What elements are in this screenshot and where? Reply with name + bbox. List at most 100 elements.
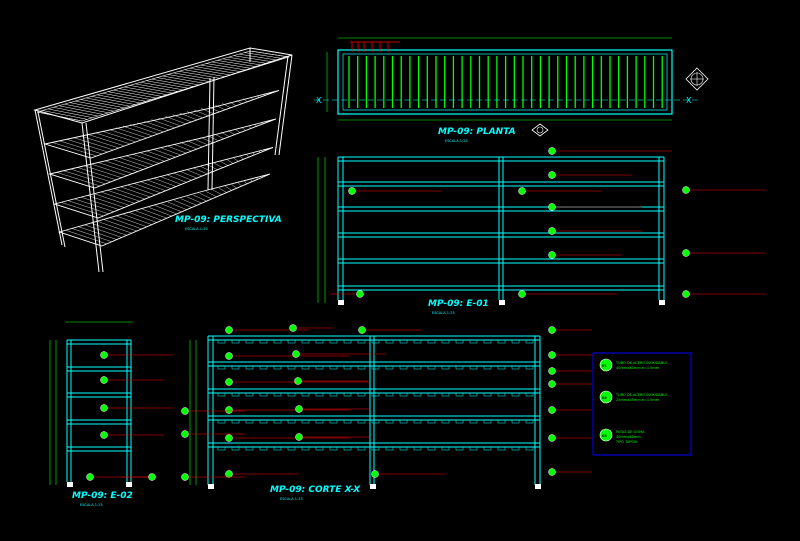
section-slat — [371, 365, 380, 370]
perspective-slat — [97, 94, 141, 104]
section-slat — [497, 419, 506, 424]
perspective-slat — [200, 64, 242, 73]
section-slat — [273, 419, 282, 424]
e01-title: MP-09: E-01 — [428, 299, 489, 309]
perspective-slat — [195, 66, 236, 74]
perspective-slat — [80, 99, 125, 109]
section-slat — [357, 419, 366, 424]
section-slat — [483, 446, 492, 451]
callout-tag — [225, 406, 349, 414]
north-icon — [685, 67, 709, 91]
section-slat — [217, 365, 226, 370]
callout-dot-icon — [548, 351, 556, 359]
callout-dot-icon — [181, 407, 189, 415]
callout-dot-icon — [225, 470, 233, 478]
section-scale: ESCALA 1:25 — [280, 497, 303, 501]
section-slat — [301, 365, 310, 370]
perspective-slat — [157, 77, 199, 86]
section-slat — [399, 446, 408, 451]
perspective-slat — [168, 74, 210, 82]
legend-box — [592, 352, 692, 456]
section-slat — [469, 446, 478, 451]
section-slat — [343, 419, 352, 424]
callout-dot-icon — [548, 203, 556, 211]
section-slat — [483, 365, 492, 370]
perspective-slat — [173, 72, 215, 81]
perspective-slat — [206, 63, 247, 71]
callout-tag — [294, 377, 368, 385]
callout-dot-icon — [225, 326, 233, 334]
svg-text:03: 03 — [602, 434, 607, 438]
callout-tag — [100, 431, 164, 439]
perspective-slat — [249, 50, 290, 58]
section-slat — [469, 392, 478, 397]
plan-outline — [337, 49, 673, 115]
section-slat — [497, 365, 506, 370]
section-slat — [245, 446, 254, 451]
perspective-slat — [222, 58, 263, 66]
callout-dot-icon — [181, 473, 189, 481]
legend-item-02: 02 TUBO DE ACERO INOXIDABLE 25mmx25mm e=… — [599, 390, 667, 404]
legend: 01 TUBO DE ACERO INOXIDABLE 40mmx40mm e=… — [592, 352, 692, 456]
callout-tag — [289, 324, 333, 332]
section-slat — [371, 392, 380, 397]
callout-dot-icon — [548, 227, 556, 235]
callout-dot-icon — [682, 186, 690, 194]
section-slat — [427, 446, 436, 451]
perspective-slat — [244, 52, 284, 59]
perspective-slat — [233, 55, 274, 63]
section-slat — [273, 446, 282, 451]
callout-tag — [682, 249, 766, 257]
section-slat — [273, 392, 282, 397]
callout-dot-icon — [100, 351, 108, 359]
section-slat — [343, 446, 352, 451]
callout-tag — [358, 326, 422, 334]
perspective-scale: ESCALA 1:25 — [185, 227, 208, 231]
perspective-slat — [178, 71, 221, 79]
section-slat — [441, 392, 450, 397]
callout-tag — [682, 290, 766, 298]
e02-scale: ESCALA 1:25 — [80, 503, 103, 507]
perspective-slat — [47, 108, 93, 118]
section-slat — [497, 446, 506, 451]
section-slat — [469, 365, 478, 370]
perspective-slat — [239, 53, 279, 61]
section-slat — [301, 419, 310, 424]
section-slat — [259, 419, 268, 424]
callout-dot-icon — [518, 187, 526, 195]
callout-dot-icon — [358, 326, 366, 334]
section-slat — [427, 392, 436, 397]
section-slat — [231, 365, 240, 370]
section-slat — [287, 365, 296, 370]
section-slat — [413, 419, 422, 424]
perspective-slat — [42, 110, 88, 120]
callout-dot-icon — [548, 251, 556, 259]
perspective-lower-shelf — [48, 118, 277, 189]
perspective-slat — [113, 89, 157, 99]
section-slat — [287, 392, 296, 397]
section-slat — [343, 365, 352, 370]
e01-foot — [338, 300, 344, 305]
perspective-slat — [36, 111, 83, 122]
section-slat — [511, 392, 520, 397]
plan-title: MP-09: PLANTA — [438, 127, 516, 137]
section-slat — [441, 365, 450, 370]
section-slat — [525, 392, 534, 397]
section-slat — [511, 365, 520, 370]
perspective-title: MP-09: PERSPECTIVA — [175, 215, 282, 225]
perspective-post-middle — [207, 77, 211, 191]
callout-dot-icon — [148, 473, 156, 481]
section-slat — [455, 365, 464, 370]
perspective-top-shelf — [33, 47, 293, 124]
perspective-post-front-left — [34, 109, 63, 246]
section-slat — [399, 365, 408, 370]
legend-item-01: 01 TUBO DE ACERO INOXIDABLE 40mmx40mm e=… — [599, 358, 667, 372]
section-slat — [217, 392, 226, 397]
section-slat — [357, 446, 366, 451]
callout-tag — [548, 406, 592, 414]
section-slat — [231, 446, 240, 451]
legend-item-03: 03 PATAS DE GOMA 40mmx40mm TIPO TAPÓN — [599, 428, 645, 444]
callout-dot-icon — [682, 249, 690, 257]
callout-dot-icon — [348, 187, 356, 195]
section-foot — [208, 484, 214, 489]
